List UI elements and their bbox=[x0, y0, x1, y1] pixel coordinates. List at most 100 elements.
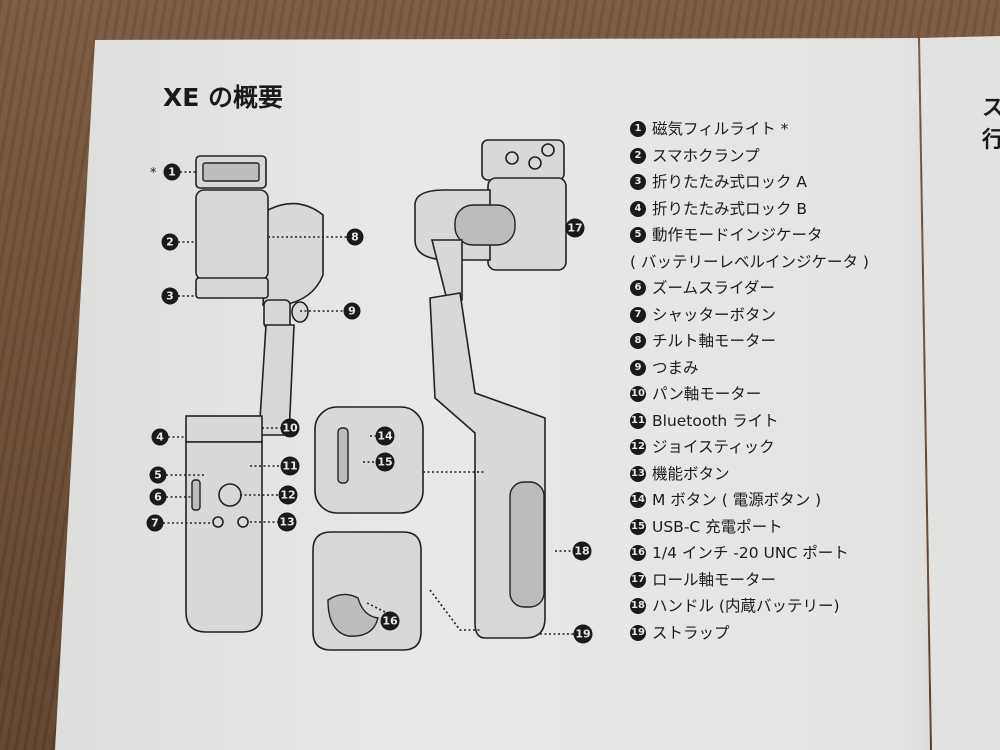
item-number-badge: 10 bbox=[630, 386, 646, 403]
callout-3: 3 bbox=[161, 287, 179, 305]
parts-list-item: 10 パン軸モーター bbox=[630, 381, 869, 408]
svg-text:1: 1 bbox=[168, 166, 176, 179]
item-number-badge: 18 bbox=[630, 598, 646, 615]
svg-text:6: 6 bbox=[154, 491, 162, 504]
gimbal-front-view bbox=[185, 155, 324, 633]
svg-text:16: 16 bbox=[382, 615, 398, 628]
svg-text:12: 12 bbox=[280, 489, 295, 502]
item-number-badge: 9 bbox=[630, 359, 646, 376]
item-number-badge: 6 bbox=[630, 280, 646, 297]
parts-list-item: 13 機能ボタン bbox=[630, 461, 869, 488]
callout-2: 2 bbox=[161, 233, 179, 251]
callout-11: 11 bbox=[280, 456, 300, 476]
item-number-badge: 19 bbox=[630, 624, 646, 641]
next-page-text: ス bbox=[982, 96, 1000, 121]
callout-7: 7 bbox=[146, 514, 164, 532]
svg-text:19: 19 bbox=[575, 628, 590, 641]
parts-list-item: 8 チルト軸モーター bbox=[630, 328, 869, 355]
page-title: XE の概要 bbox=[163, 83, 284, 112]
item-label: ハンドル (内蔵バッテリー) bbox=[652, 597, 840, 615]
item-number-badge: 7 bbox=[630, 306, 646, 323]
parts-list-item: 9 つまみ bbox=[630, 355, 869, 382]
parts-list-item: 15 USB-C 充電ポート bbox=[630, 514, 869, 541]
item-label: パン軸モーター bbox=[652, 385, 762, 403]
svg-text:9: 9 bbox=[348, 305, 356, 318]
item-label: Bluetooth ライト bbox=[652, 411, 779, 430]
item-number-badge: 12 bbox=[630, 439, 646, 456]
item-label: チルト軸モーター bbox=[652, 332, 777, 350]
callout-13: 13 bbox=[277, 512, 297, 532]
parts-list-item: 3 折りたたみ式ロック A bbox=[630, 169, 869, 196]
item-number-badge: 15 bbox=[630, 518, 646, 535]
item-label: ロール軸モーター bbox=[652, 570, 777, 589]
item-number-badge: 4 bbox=[630, 200, 646, 217]
svg-text:11: 11 bbox=[282, 460, 297, 473]
detail-box-ports bbox=[314, 406, 424, 514]
callout-18: 18 bbox=[572, 541, 592, 561]
parts-list-item: ( バッテリーレベルインジケータ ) bbox=[630, 249, 869, 276]
callout-4: 4 bbox=[151, 428, 169, 446]
parts-list-item: 16 1/4 インチ -20 UNC ポート bbox=[630, 540, 869, 567]
gimbal-back-view bbox=[414, 139, 567, 639]
item-label: スマホクランプ bbox=[652, 146, 760, 165]
callout-17: 17 bbox=[565, 218, 585, 238]
svg-text:10: 10 bbox=[282, 422, 298, 435]
item-number-badge: 16 bbox=[630, 545, 646, 562]
parts-list-item: 14 M ボタン ( 電源ボタン ) bbox=[630, 487, 869, 514]
callout-15: 15 bbox=[375, 452, 395, 472]
callout-9: 9 bbox=[343, 302, 361, 320]
svg-text:18: 18 bbox=[574, 545, 589, 558]
callout-5: 5 bbox=[149, 466, 167, 484]
callout-6: 6 bbox=[149, 488, 167, 506]
item-number-badge: 11 bbox=[630, 412, 646, 429]
item-number-badge: 3 bbox=[630, 174, 646, 191]
callout-19: 19 bbox=[573, 624, 593, 644]
callout-16: 16 bbox=[380, 611, 400, 631]
callout-14: 14 bbox=[375, 426, 395, 446]
item-label: 折りたたみ式ロック B bbox=[652, 199, 808, 218]
parts-list-item: 5 動作モードインジケータ bbox=[630, 222, 869, 249]
callout-12: 12 bbox=[278, 485, 298, 505]
item-number-badge: 17 bbox=[630, 571, 646, 588]
item-number-badge: 5 bbox=[630, 227, 646, 244]
svg-text:4: 4 bbox=[156, 431, 164, 444]
item-label: USB-C 充電ポート bbox=[652, 517, 783, 536]
svg-text:8: 8 bbox=[351, 231, 359, 244]
parts-list-item: 19 ストラップ bbox=[630, 620, 869, 647]
item-label: ジョイスティック bbox=[652, 438, 775, 456]
next-page-text: 行 bbox=[982, 128, 1000, 153]
item-number-badge: 13 bbox=[630, 465, 646, 482]
parts-list-item: 4 折りたたみ式ロック B bbox=[630, 196, 869, 223]
item-label: 折りたたみ式ロック A bbox=[652, 173, 808, 191]
callout-markers: 1 2 3 4 5 6 7 8 9 10 11 12 13 14 15 16 1… bbox=[146, 163, 593, 644]
item-number-badge: 14 bbox=[630, 492, 646, 509]
callout-10: 10 bbox=[280, 418, 300, 438]
svg-text:14: 14 bbox=[377, 430, 393, 443]
parts-list-item: 18 ハンドル (内蔵バッテリー) bbox=[630, 593, 869, 620]
item-number-badge: 1 bbox=[630, 121, 646, 138]
item-label: 動作モードインジケータ bbox=[652, 226, 823, 244]
item-label: つまみ bbox=[652, 358, 699, 377]
parts-list: 1 磁気フィルライト * 2 スマホクランプ 3 折りたたみ式ロック A 4 折りたたみ式ロッ… bbox=[630, 116, 869, 646]
item-label: 1/4 インチ -20 UNC ポート bbox=[652, 544, 849, 562]
item-label: M ボタン ( 電源ボタン ) bbox=[652, 491, 822, 509]
svg-text:7: 7 bbox=[151, 517, 159, 530]
item-label: ズームスライダー bbox=[652, 279, 775, 297]
svg-text:3: 3 bbox=[166, 290, 174, 303]
parts-list-item: 6 ズームスライダー bbox=[630, 275, 869, 302]
parts-list-item: 1 磁気フィルライト * bbox=[630, 116, 869, 143]
item-label: 磁気フィルライト * bbox=[652, 120, 789, 138]
svg-text:13: 13 bbox=[279, 516, 294, 529]
item-label: 機能ボタン bbox=[652, 464, 730, 483]
item-number-badge: 8 bbox=[630, 333, 646, 350]
parts-list-item: 17 ロール軸モーター bbox=[630, 567, 869, 594]
svg-text:5: 5 bbox=[154, 469, 162, 482]
item-label: ストラップ bbox=[652, 623, 730, 642]
item-number-badge: 2 bbox=[630, 147, 646, 164]
svg-text:15: 15 bbox=[377, 456, 392, 469]
callout-1: 1 bbox=[163, 163, 181, 181]
callout-8: 8 bbox=[346, 228, 364, 246]
